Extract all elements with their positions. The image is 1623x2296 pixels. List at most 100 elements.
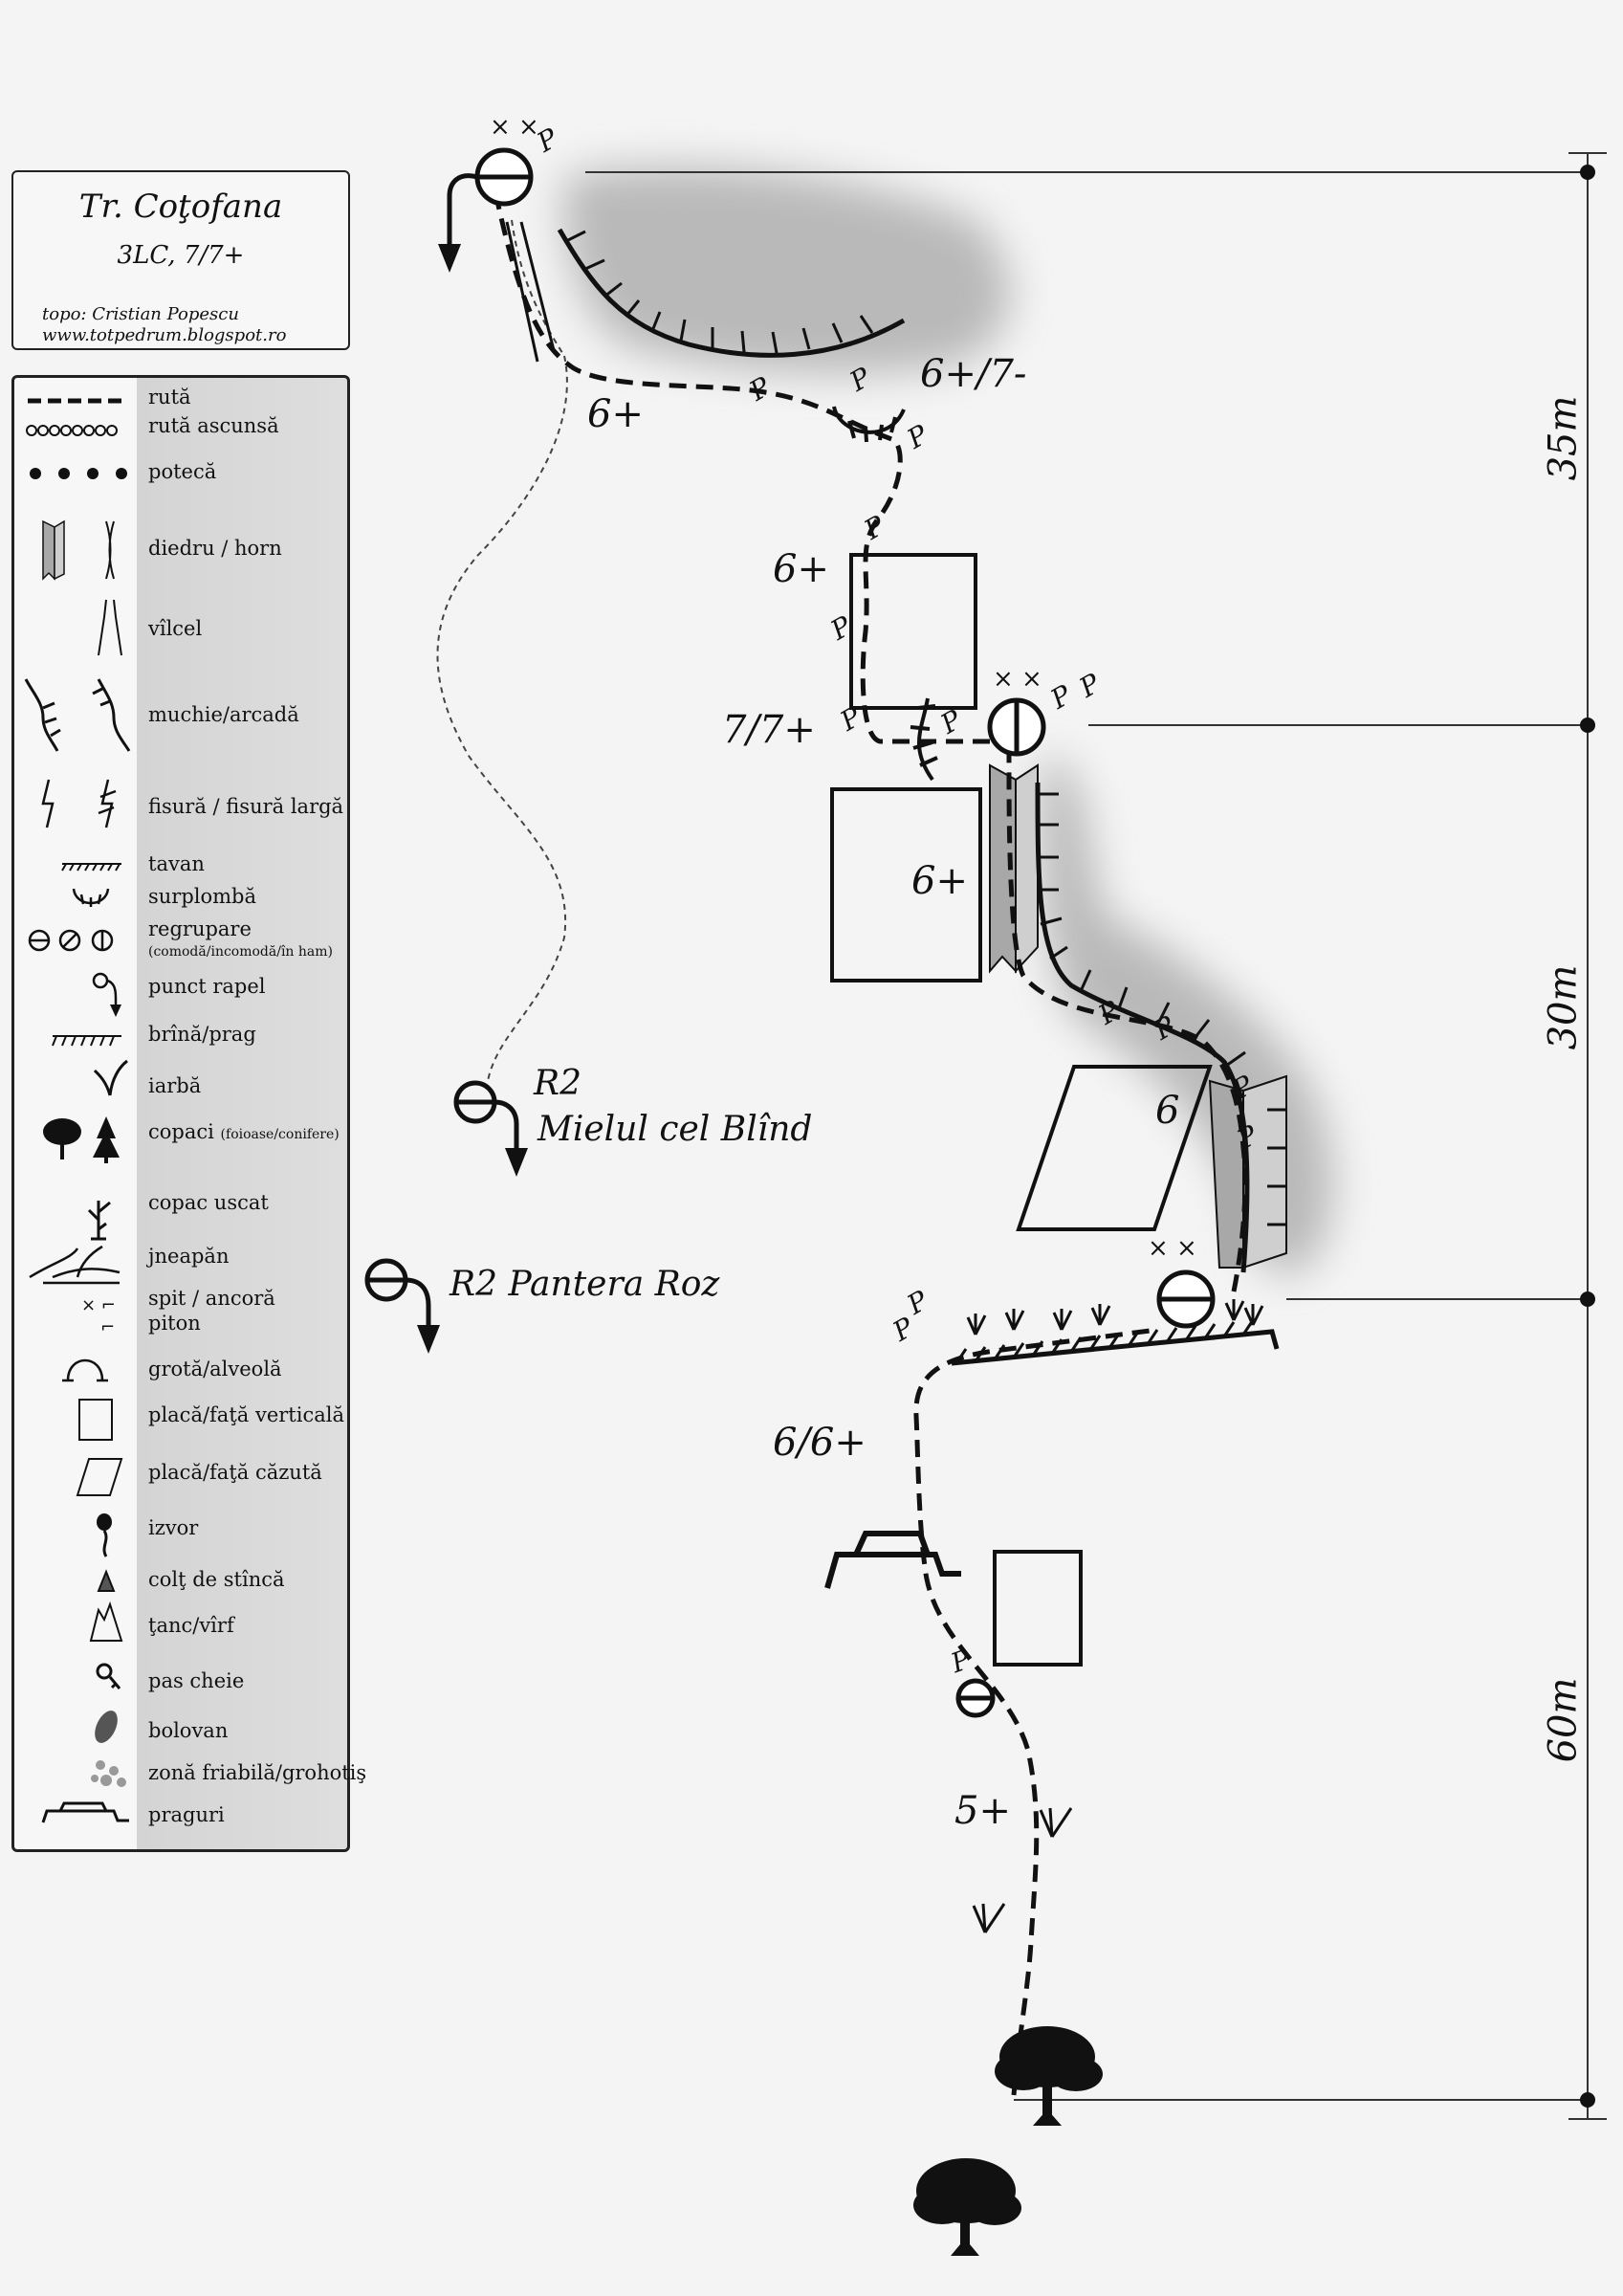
piton-icon: ⌐ bbox=[100, 1317, 115, 1337]
spit-icon: × ⌐ bbox=[81, 1295, 116, 1315]
legend-label-gully: vîlcel bbox=[148, 617, 203, 640]
rappel-icon bbox=[92, 972, 118, 1009]
legend-label-spit: spit / ancoră bbox=[148, 1287, 275, 1310]
grade-pitch1a: 5+ bbox=[954, 1789, 1011, 1833]
grass-icon bbox=[93, 1059, 128, 1096]
dead-tree-icon bbox=[87, 1201, 111, 1241]
legend-label-grass: iarbă bbox=[148, 1074, 202, 1097]
crack-icon bbox=[41, 779, 117, 828]
legend-label-pinnacle: ţanc/vîrf bbox=[148, 1614, 234, 1637]
small-arcade bbox=[910, 697, 938, 782]
ledge-icon bbox=[52, 1035, 121, 1047]
rappel-arrowhead-pantera bbox=[417, 1325, 440, 1354]
chimney-icon bbox=[105, 520, 115, 580]
cave-icon bbox=[62, 1358, 108, 1382]
distance-pitch2: 30m bbox=[1541, 964, 1586, 1050]
legend-label-hidden-route: rută ascunsă bbox=[148, 414, 279, 437]
route-name: Tr. Coţofana bbox=[78, 188, 283, 226]
hidden-route-icon bbox=[26, 425, 118, 436]
rappel-mielul bbox=[453, 1080, 519, 1158]
legend: × ⌐ ⌐ rută rută asc bbox=[11, 375, 366, 1852]
rappel-arrowhead-mielul bbox=[505, 1148, 528, 1177]
legend-label-trail: potecă bbox=[148, 460, 217, 483]
legend-label-piton: piton bbox=[148, 1312, 201, 1335]
legend-label-ledge: brînă/prag bbox=[148, 1023, 256, 1046]
rappel-label-pantera: R2 Pantera Roz bbox=[450, 1265, 720, 1304]
steps bbox=[824, 1531, 961, 1589]
legend-symbols: × ⌐ ⌐ bbox=[24, 398, 131, 1823]
legend-label-dead-tree: copac uscat bbox=[148, 1191, 269, 1214]
deciduous-tree-icon bbox=[43, 1118, 81, 1159]
arcade-top bbox=[557, 228, 906, 358]
legend-label-belay: regrupare bbox=[148, 917, 252, 940]
distance-pitch1: 60m bbox=[1541, 1677, 1586, 1763]
spring-icon bbox=[97, 1513, 112, 1557]
grade-pitch3d: 6+ bbox=[587, 392, 644, 436]
descent-path-top bbox=[511, 219, 565, 357]
route-grade: 3LC, 7/7+ bbox=[117, 241, 245, 270]
scale-dots bbox=[1580, 165, 1595, 2108]
legend-label-dwarf-pine: jneapăn bbox=[148, 1245, 230, 1268]
steps-icon bbox=[41, 1801, 129, 1823]
vertical-slab-icon bbox=[78, 1399, 113, 1441]
scree-icon bbox=[91, 1760, 126, 1787]
arcade-middle-hatches bbox=[1038, 792, 1286, 1226]
legend-label-steps: praguri bbox=[148, 1803, 225, 1826]
arcade-top-hatches bbox=[565, 230, 874, 354]
gully-icon bbox=[98, 599, 122, 656]
legend-label-key-move: pas cheie bbox=[148, 1669, 245, 1692]
legend-label-boulder: bolovan bbox=[148, 1719, 229, 1742]
legend-label-trees: copaci (foioase/conifere) bbox=[148, 1120, 340, 1143]
dihedrals bbox=[989, 763, 1287, 1269]
rappel-arrowhead-top bbox=[438, 244, 461, 273]
grade-pitch2a: 6 bbox=[1155, 1089, 1180, 1133]
overhang-icon bbox=[72, 888, 110, 907]
overhang bbox=[832, 406, 906, 443]
grass-tufts bbox=[966, 1299, 1264, 1933]
slanted-slab-icon bbox=[76, 1458, 123, 1496]
tree-icon bbox=[995, 2026, 1103, 2126]
distance-scale bbox=[585, 152, 1607, 2120]
dihedral-icon bbox=[42, 519, 65, 581]
title-box: Tr. Coţofana 3LC, 7/7+ topo: Cristian Po… bbox=[11, 170, 350, 350]
arcade-middle bbox=[1035, 782, 1250, 1273]
grade-pitch3b: 6+ bbox=[773, 547, 829, 591]
legend-label-overhang: surplombă bbox=[148, 885, 257, 908]
spit-mark: × × bbox=[490, 113, 539, 142]
boulder-icon bbox=[95, 1711, 118, 1743]
legend-note-belay: (comodă/incomodă/în ham) bbox=[148, 944, 333, 960]
edge-icon bbox=[24, 678, 131, 752]
rock-spike-icon bbox=[97, 1569, 116, 1592]
legend-label-roof: tavan bbox=[148, 852, 205, 875]
distance-pitch3: 35m bbox=[1541, 395, 1586, 481]
roof-icon bbox=[61, 863, 121, 872]
legend-label-rock-spike: colţ de stîncă bbox=[148, 1568, 285, 1591]
trail-icon bbox=[30, 468, 127, 479]
belay-station-bars bbox=[477, 174, 1213, 1701]
rappel-label-r2: R2 bbox=[534, 1064, 582, 1103]
key-icon bbox=[96, 1663, 121, 1689]
rappel-pantera bbox=[364, 1258, 431, 1330]
rappel-arrow-top bbox=[447, 173, 478, 254]
route-line bbox=[494, 200, 1248, 2096]
topo-website[interactable]: www.totpedrum.blogspot.ro bbox=[42, 325, 287, 345]
legend-label-slanted-slab: placă/faţă căzută bbox=[148, 1461, 322, 1484]
belay-icon bbox=[28, 929, 114, 952]
descent-path bbox=[436, 355, 568, 1082]
legend-label-route: rută bbox=[148, 386, 191, 408]
tree-bottom-icon bbox=[913, 2158, 1021, 2256]
legend-label-vertical-slab: placă/faţă verticală bbox=[148, 1403, 344, 1426]
ledge bbox=[951, 1319, 1280, 1366]
rock-features bbox=[830, 553, 1213, 1667]
grade-pitch1b: 6/6+ bbox=[773, 1421, 866, 1465]
legend-label-dihedral: diedru / horn bbox=[148, 537, 282, 560]
legend-label-rappel: punct rapel bbox=[148, 975, 266, 998]
legend-label-spring: izvor bbox=[148, 1516, 199, 1539]
spit-mark: × × bbox=[1148, 1234, 1197, 1263]
grade-pitch2b: 6+ bbox=[911, 859, 968, 903]
grade-pitch3c: 6+/7- bbox=[920, 352, 1027, 396]
legend-label-cave: grotă/alveolă bbox=[148, 1358, 282, 1380]
grade-pitch3a: 7/7+ bbox=[722, 708, 816, 752]
conifer-tree-icon bbox=[93, 1116, 120, 1163]
